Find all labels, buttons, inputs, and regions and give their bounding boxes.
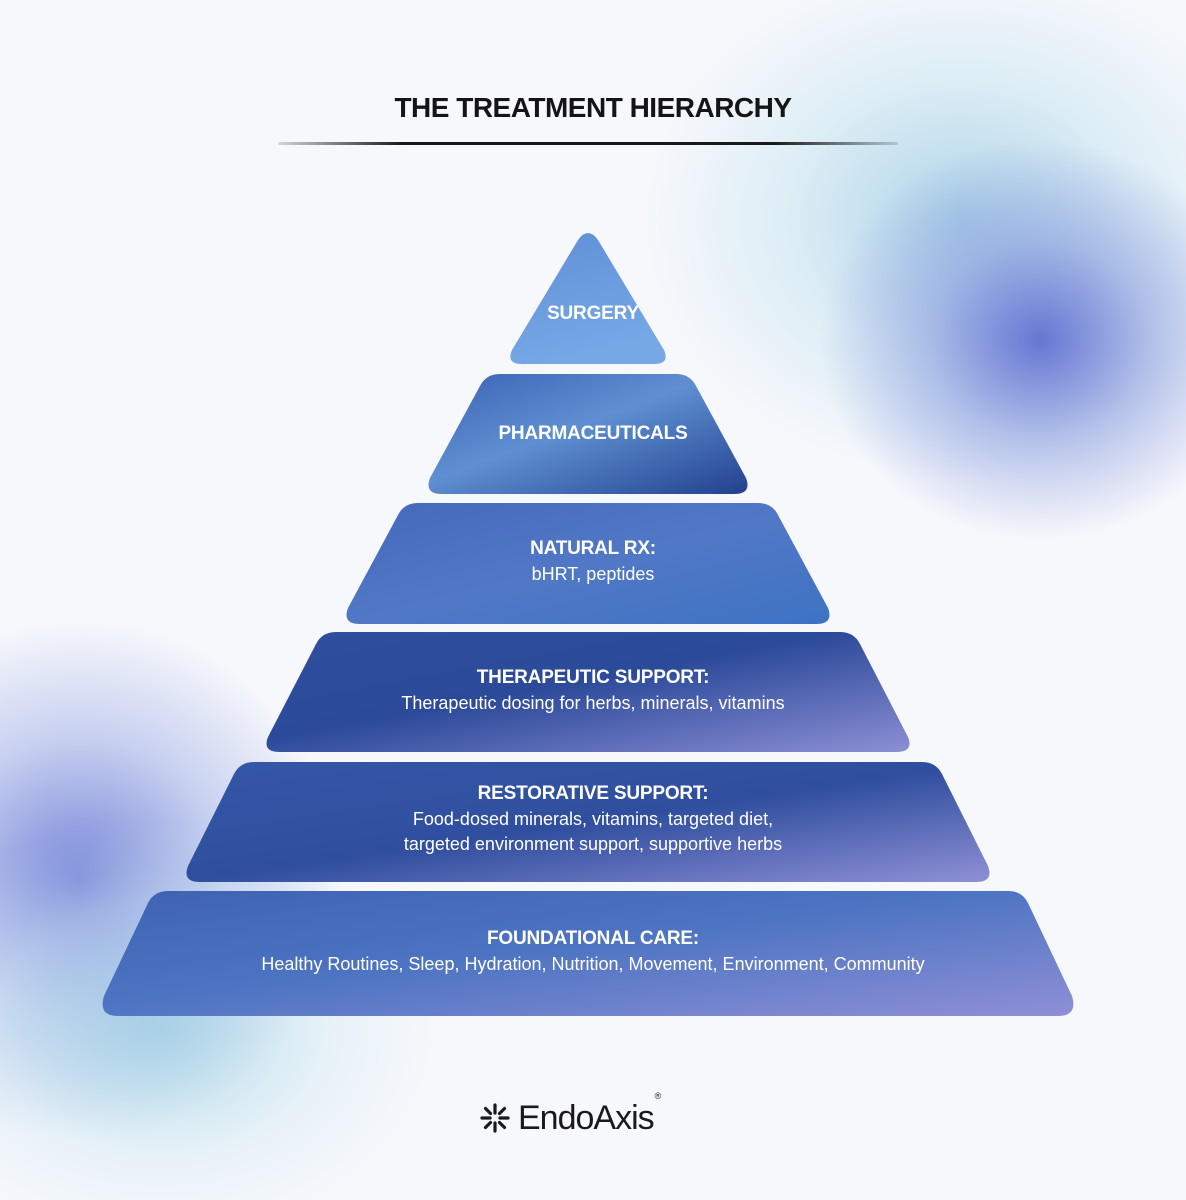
registered-mark: ®: [654, 1090, 662, 1101]
tier-natural-rx-heading: NATURAL RX:: [530, 538, 656, 559]
tier-foundational-care: FOUNDATIONAL CARE: Healthy Routines, Sle…: [0, 928, 1186, 977]
tier-therapeutic-support: THERAPEUTIC SUPPORT: Therapeutic dosing …: [0, 667, 1186, 716]
page-title: THE TREATMENT HIERARCHY: [394, 92, 792, 123]
tier-surgery: SURGERY: [0, 303, 1186, 325]
tier-foundational-care-heading: FOUNDATIONAL CARE:: [486, 928, 700, 949]
tier-pharmaceuticals-shape: [428, 374, 748, 494]
tier-restorative-support: RESTORATIVE SUPPORT: Food-dosed minerals…: [0, 783, 1186, 857]
tier-natural-rx-shape: [346, 503, 830, 624]
brand-wordmark: EndoAxis®: [518, 1090, 661, 1137]
tier-foundational-care-shape: [102, 891, 1074, 1016]
tier-foundational-care-description: Healthy Routines, Sleep, Hydration, Nutr…: [261, 954, 925, 974]
tier-restorative-support-description-line-2: targeted environment support, supportive…: [403, 834, 783, 854]
tier-pharmaceuticals: PHARMACEUTICALS: [0, 423, 1186, 445]
tier-surgery-shape: [510, 233, 666, 364]
tier-natural-rx: NATURAL RX: bHRT, peptides: [0, 538, 1186, 587]
tier-therapeutic-support-description: Therapeutic dosing for herbs, minerals, …: [401, 693, 785, 713]
tier-restorative-support-description-line-1: Food-dosed minerals, vitamins, targeted …: [412, 809, 774, 829]
snowflake-burst-icon: [480, 1103, 510, 1133]
tier-natural-rx-description: bHRT, peptides: [531, 564, 655, 584]
tier-pharmaceuticals-heading: PHARMACEUTICALS: [498, 423, 688, 444]
title-underline: [278, 142, 898, 145]
tier-surgery-heading: SURGERY: [547, 303, 639, 324]
tier-restorative-support-heading: RESTORATIVE SUPPORT:: [477, 783, 709, 804]
brand-logo: EndoAxis®: [480, 1090, 661, 1138]
tier-therapeutic-support-heading: THERAPEUTIC SUPPORT:: [476, 667, 710, 688]
tier-restorative-support-shape: [186, 762, 990, 882]
tier-therapeutic-support-shape: [266, 632, 910, 752]
